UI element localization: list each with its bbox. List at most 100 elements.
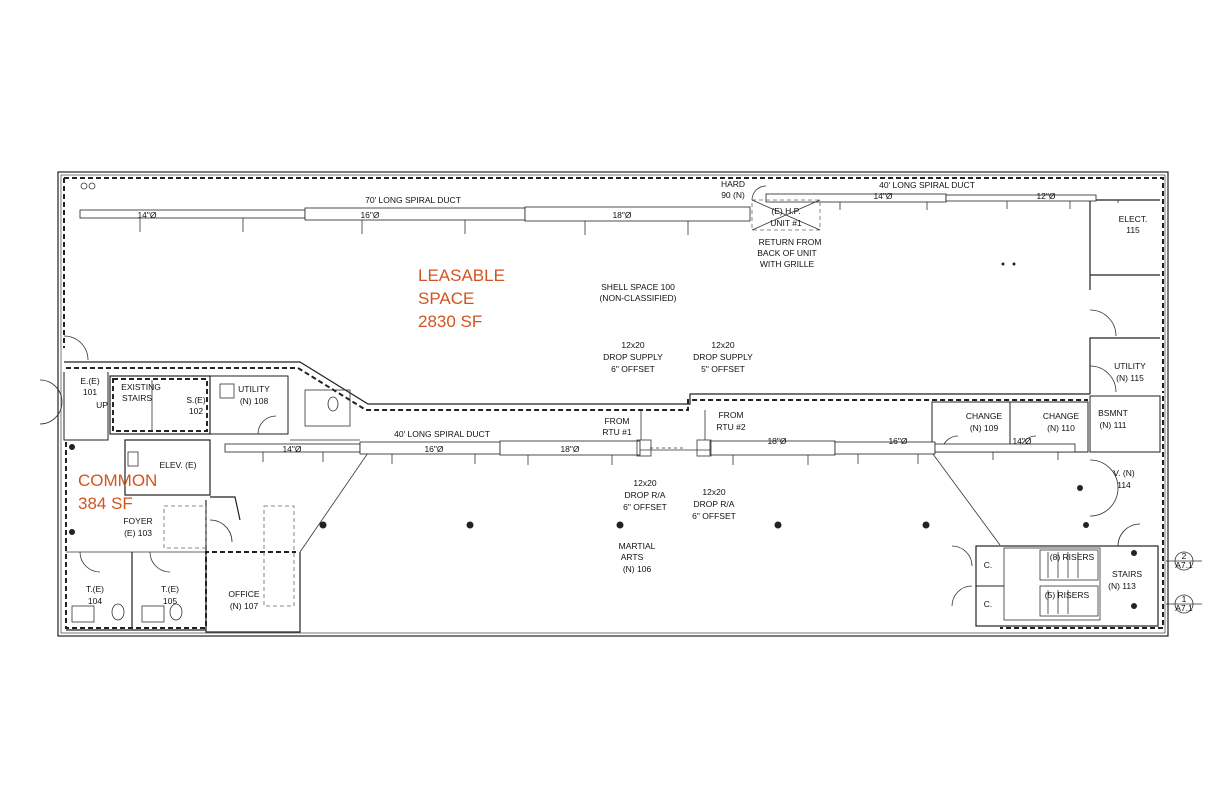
section-marker-2-number: 2	[1182, 551, 1187, 561]
change-room-walls	[931, 395, 1164, 629]
utility-108-label: UTILITY	[238, 384, 270, 394]
return-label-2: BACK OF UNIT	[757, 248, 817, 258]
e-101-label: E.(E)	[80, 376, 100, 386]
drop-supply-1-label-2: DROP SUPPLY	[603, 352, 663, 362]
return-label-3: WITH GRILLE	[760, 259, 815, 269]
change-109-number: (N) 109	[970, 423, 999, 433]
shell-space-label-2: (NON-CLASSIFIED)	[600, 293, 677, 303]
s-102-label: S.(E)	[186, 395, 206, 405]
up-label: UP	[96, 400, 108, 410]
leasable-area-size: 2830 SF	[418, 312, 482, 331]
drop-supply-2-label-2: DROP SUPPLY	[693, 352, 753, 362]
bottom-duct-size-18: 18"Ø	[560, 444, 579, 454]
stairs-113-number: (N) 113	[1108, 581, 1136, 591]
drop-supply-1-label-3: 6" OFFSET	[611, 364, 655, 374]
section-markers	[1166, 551, 1202, 614]
bsmnt-label: BSMNT	[1098, 408, 1128, 418]
toilet-105-label: T.(E)	[161, 584, 179, 594]
top-duct-size-14: 14"Ø	[137, 210, 156, 220]
bottom-duct-size-16: 16"Ø	[424, 444, 443, 454]
v-114-label: V. (N)	[1113, 468, 1135, 478]
exterior-walls	[57, 171, 1169, 637]
from-rtu1-label-2: RTU #1	[602, 427, 631, 437]
e-101-number: 101	[83, 387, 97, 397]
office-number: (N) 107	[230, 601, 259, 611]
martial-arts-label: MARTIAL	[619, 541, 656, 551]
from-rtu1-label: FROM	[604, 416, 629, 426]
utility-115-label: UTILITY	[1114, 361, 1146, 371]
foyer-number: (E) 103	[124, 528, 152, 538]
bottom-right-duct-size-18: 18"Ø	[767, 436, 786, 446]
shell-space-label: SHELL SPACE 100	[601, 282, 675, 292]
office-label: OFFICE	[228, 589, 259, 599]
from-rtu2-label: FROM	[718, 410, 743, 420]
existing-stairs-label: EXISTING	[121, 382, 161, 392]
toilet-104-number: 104	[88, 596, 102, 606]
top-duct-label: 70' LONG SPIRAL DUCT	[365, 195, 461, 205]
bsmnt-number: (N) 111	[1099, 420, 1126, 430]
change-110-number: (N) 110	[1047, 423, 1075, 433]
toilet-104-label: T.(E)	[86, 584, 104, 594]
top-right-duct-size-12: 12"Ø	[1036, 191, 1055, 201]
bottom-spiral-duct	[224, 410, 1076, 457]
stairs-113-label: STAIRS	[1112, 569, 1142, 579]
drop-ra-1-label-2: DROP R/A	[625, 490, 666, 500]
drop-ra-1-label-3: 6" OFFSET	[623, 502, 667, 512]
martial-arts-label-2: ARTS	[621, 552, 644, 562]
top-spiral-duct	[79, 193, 1097, 231]
v-114-number: 114	[1117, 480, 1131, 490]
drop-supply-2-label-3: 5" OFFSET	[701, 364, 745, 374]
top-duct-size-16: 16"Ø	[360, 210, 379, 220]
drop-ra-2-label: 12x20	[702, 487, 725, 497]
section-marker-1-sheet: A7.1	[1175, 603, 1193, 613]
risers-5-label: (5) RISERS	[1045, 590, 1090, 600]
top-right-duct-label: 40' LONG SPIRAL DUCT	[879, 180, 975, 190]
drop-supply-2-label: 12x20	[711, 340, 734, 350]
closet-label-2: C.	[984, 599, 993, 609]
hp-unit-label-2: UNIT #1	[770, 218, 802, 228]
s-102-number: 102	[189, 406, 203, 416]
top-duct-size-18: 18"Ø	[612, 210, 631, 220]
stairs-113-walls	[975, 545, 1159, 627]
light-fixtures	[69, 182, 1137, 609]
hp-unit-label: (E) H.P.	[771, 206, 800, 216]
plumbing-fixtures	[71, 383, 339, 623]
elevator-label: ELEV. (E)	[159, 460, 196, 470]
common-area-size: 384 SF	[78, 494, 133, 513]
risers-8-label: (8) RISERS	[1050, 552, 1095, 562]
foyer-label: FOYER	[123, 516, 152, 526]
martial-arts-number: (N) 106	[623, 564, 652, 574]
bottom-right-duct-size-16: 16"Ø	[888, 436, 907, 446]
drop-ra-1-label: 12x20	[633, 478, 656, 488]
closet-label-1: C.	[984, 560, 993, 570]
leasable-area-label-2: SPACE	[418, 289, 474, 308]
toilet-105-number: 105	[163, 596, 177, 606]
stair-core-walls	[63, 372, 351, 441]
change-109-label: CHANGE	[966, 411, 1003, 421]
drop-supply-1-label: 12x20	[621, 340, 644, 350]
section-marker-2-sheet: A7.1	[1175, 560, 1193, 570]
top-right-duct-size-14: 14"Ø	[873, 191, 892, 201]
from-rtu2-label-2: RTU #2	[716, 422, 745, 432]
existing-stairs-label-2: STAIRS	[122, 393, 152, 403]
common-area-label: COMMON	[78, 471, 157, 490]
return-label: RETURN FROM	[759, 237, 822, 247]
leasable-boundary-wall	[64, 199, 1160, 411]
utility-108-number: (N) 108	[240, 396, 269, 406]
drop-ra-2-label-2: DROP R/A	[694, 499, 735, 509]
section-marker-1-number: 1	[1182, 594, 1187, 604]
bottom-duct-label: 40' LONG SPIRAL DUCT	[394, 429, 490, 439]
elect-room-label: ELECT.	[1119, 214, 1148, 224]
common-area-walls	[65, 439, 1001, 633]
diffusers	[139, 201, 1071, 465]
hard-label-2: 90 (N)	[721, 190, 745, 200]
change-110-label: CHANGE	[1043, 411, 1080, 421]
bottom-right-duct-size-14: 14"Ø	[1012, 436, 1031, 446]
bottom-duct-size-14: 14"Ø	[282, 444, 301, 454]
hard-label: HARD	[721, 179, 745, 189]
elect-room-number: 115	[1126, 225, 1140, 235]
utility-115-number: (N) 115	[1116, 373, 1144, 383]
drop-ra-2-label-3: 6" OFFSET	[692, 511, 736, 521]
leasable-area-label: LEASABLE	[418, 266, 505, 285]
